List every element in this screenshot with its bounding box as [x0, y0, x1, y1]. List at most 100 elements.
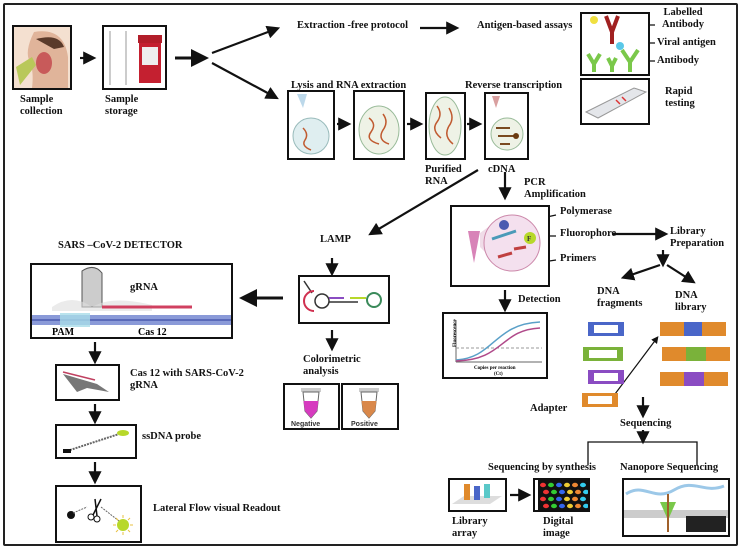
negative-tube-illustration: Negative [291, 388, 321, 428]
lateral-flow-illustration [67, 498, 133, 535]
library-blue [660, 322, 726, 336]
fragment-blue [588, 322, 624, 336]
extraction-free-label: Extraction -free protocol [297, 20, 408, 31]
sample-collection-image [12, 25, 72, 90]
sequencing-spot [559, 503, 565, 509]
fragment-green [583, 347, 623, 361]
scissors-icon [87, 498, 102, 523]
digital-image-illustration [535, 480, 588, 510]
arrow-to-lysis [211, 62, 279, 100]
fragment-purple [588, 370, 624, 384]
library-purple [660, 372, 728, 386]
cas12-label: Cas 12 [138, 327, 167, 337]
sequencing-spot [556, 496, 562, 502]
sample-storage-image [102, 25, 167, 90]
rna-strands-illustration [358, 105, 400, 155]
digital-image [533, 478, 590, 512]
sequencing-spot [572, 496, 578, 502]
sequencing-spot [559, 489, 565, 495]
graph-ylabel: Fluorescence [453, 319, 458, 347]
cas12-grna-illustration [62, 371, 109, 392]
arrow-to-extraction-free [211, 25, 281, 55]
sequencing-spot [543, 489, 549, 495]
positive-tube-image: Positive [341, 383, 399, 430]
reverse-transcription-label: Reverse transcription [465, 80, 563, 91]
sequencing-label: Sequencing [620, 418, 672, 429]
lateral-flow-label: Lateral Flow visual Readout [153, 503, 281, 514]
lamp-label: LAMP [320, 234, 351, 245]
library-array-illustration [452, 484, 502, 504]
library-array-image [448, 478, 507, 512]
cdna-illustration [490, 96, 524, 151]
sequencing-spot [567, 489, 573, 495]
detection-label: Detection [518, 294, 561, 305]
viral-antigen-label: Viral antigen [657, 37, 716, 48]
lamp-image [298, 275, 390, 324]
arrow-adapter [611, 336, 659, 399]
arrow-to-library [666, 264, 696, 284]
ssdna-probe-label: ssDNA probe [142, 431, 202, 442]
purified-rna-image [425, 92, 466, 160]
sequencing-spot [572, 482, 578, 488]
nanopore-sequencing-label: Nanopore Sequencing [620, 462, 719, 473]
library-green [662, 347, 730, 361]
purified-rna-illustration [428, 96, 462, 156]
sequencing-spot [575, 489, 581, 495]
pcr-illustration: F [468, 214, 541, 272]
ssdna-probe-illustration [63, 430, 129, 453]
sequencing-spot [564, 496, 570, 502]
positive-tube-illustration: Positive [351, 388, 379, 428]
test-strip-illustration [584, 87, 648, 119]
sequencing-spot [564, 482, 570, 488]
lateral-flow-image [55, 485, 142, 543]
cdna-label: cDNA [488, 164, 516, 175]
sequencing-spot [575, 503, 581, 509]
antibody-label: Antibody [657, 55, 700, 66]
storage-tube-illustration [109, 31, 162, 85]
fluorophore-label: Fluorophore [560, 228, 617, 239]
antigen-assays-label: Antigen-based assays [477, 20, 573, 31]
detector-title: SARS –CoV-2 DETECTOR [58, 240, 183, 251]
graph-xlabel: Copies per reaction [474, 366, 516, 371]
sequencing-spot [548, 496, 554, 502]
sequencing-spot [551, 489, 557, 495]
sequencing-spot [567, 503, 573, 509]
sequencing-spot [548, 482, 554, 488]
nasal-swab-illustration [14, 27, 70, 88]
sequencing-spot [580, 496, 586, 502]
primers-label: Primers [560, 253, 597, 264]
sequencing-spot [580, 482, 586, 488]
sequencing-spot [543, 503, 549, 509]
cas12-grna-image [55, 364, 120, 401]
sequencing-spot [540, 496, 546, 502]
adapter-label: Adapter [530, 403, 568, 414]
sequencing-spot [583, 503, 588, 509]
sequencing-spot [551, 503, 557, 509]
arrow-to-fragments [620, 263, 661, 281]
sequencing-spot [556, 482, 562, 488]
nanopore-illustration [624, 483, 728, 532]
fluorophore-mark: F [527, 235, 531, 243]
sequencing-bracket [587, 441, 698, 465]
polymerase-label: Polymerase [560, 206, 612, 217]
grna-label: gRNA [130, 282, 158, 293]
negative-label: Negative [291, 421, 320, 428]
lysis-label: Lysis and RNA extraction [291, 80, 407, 91]
cdna-image [484, 92, 529, 160]
lamp-dumbbell-illustration [303, 280, 382, 312]
